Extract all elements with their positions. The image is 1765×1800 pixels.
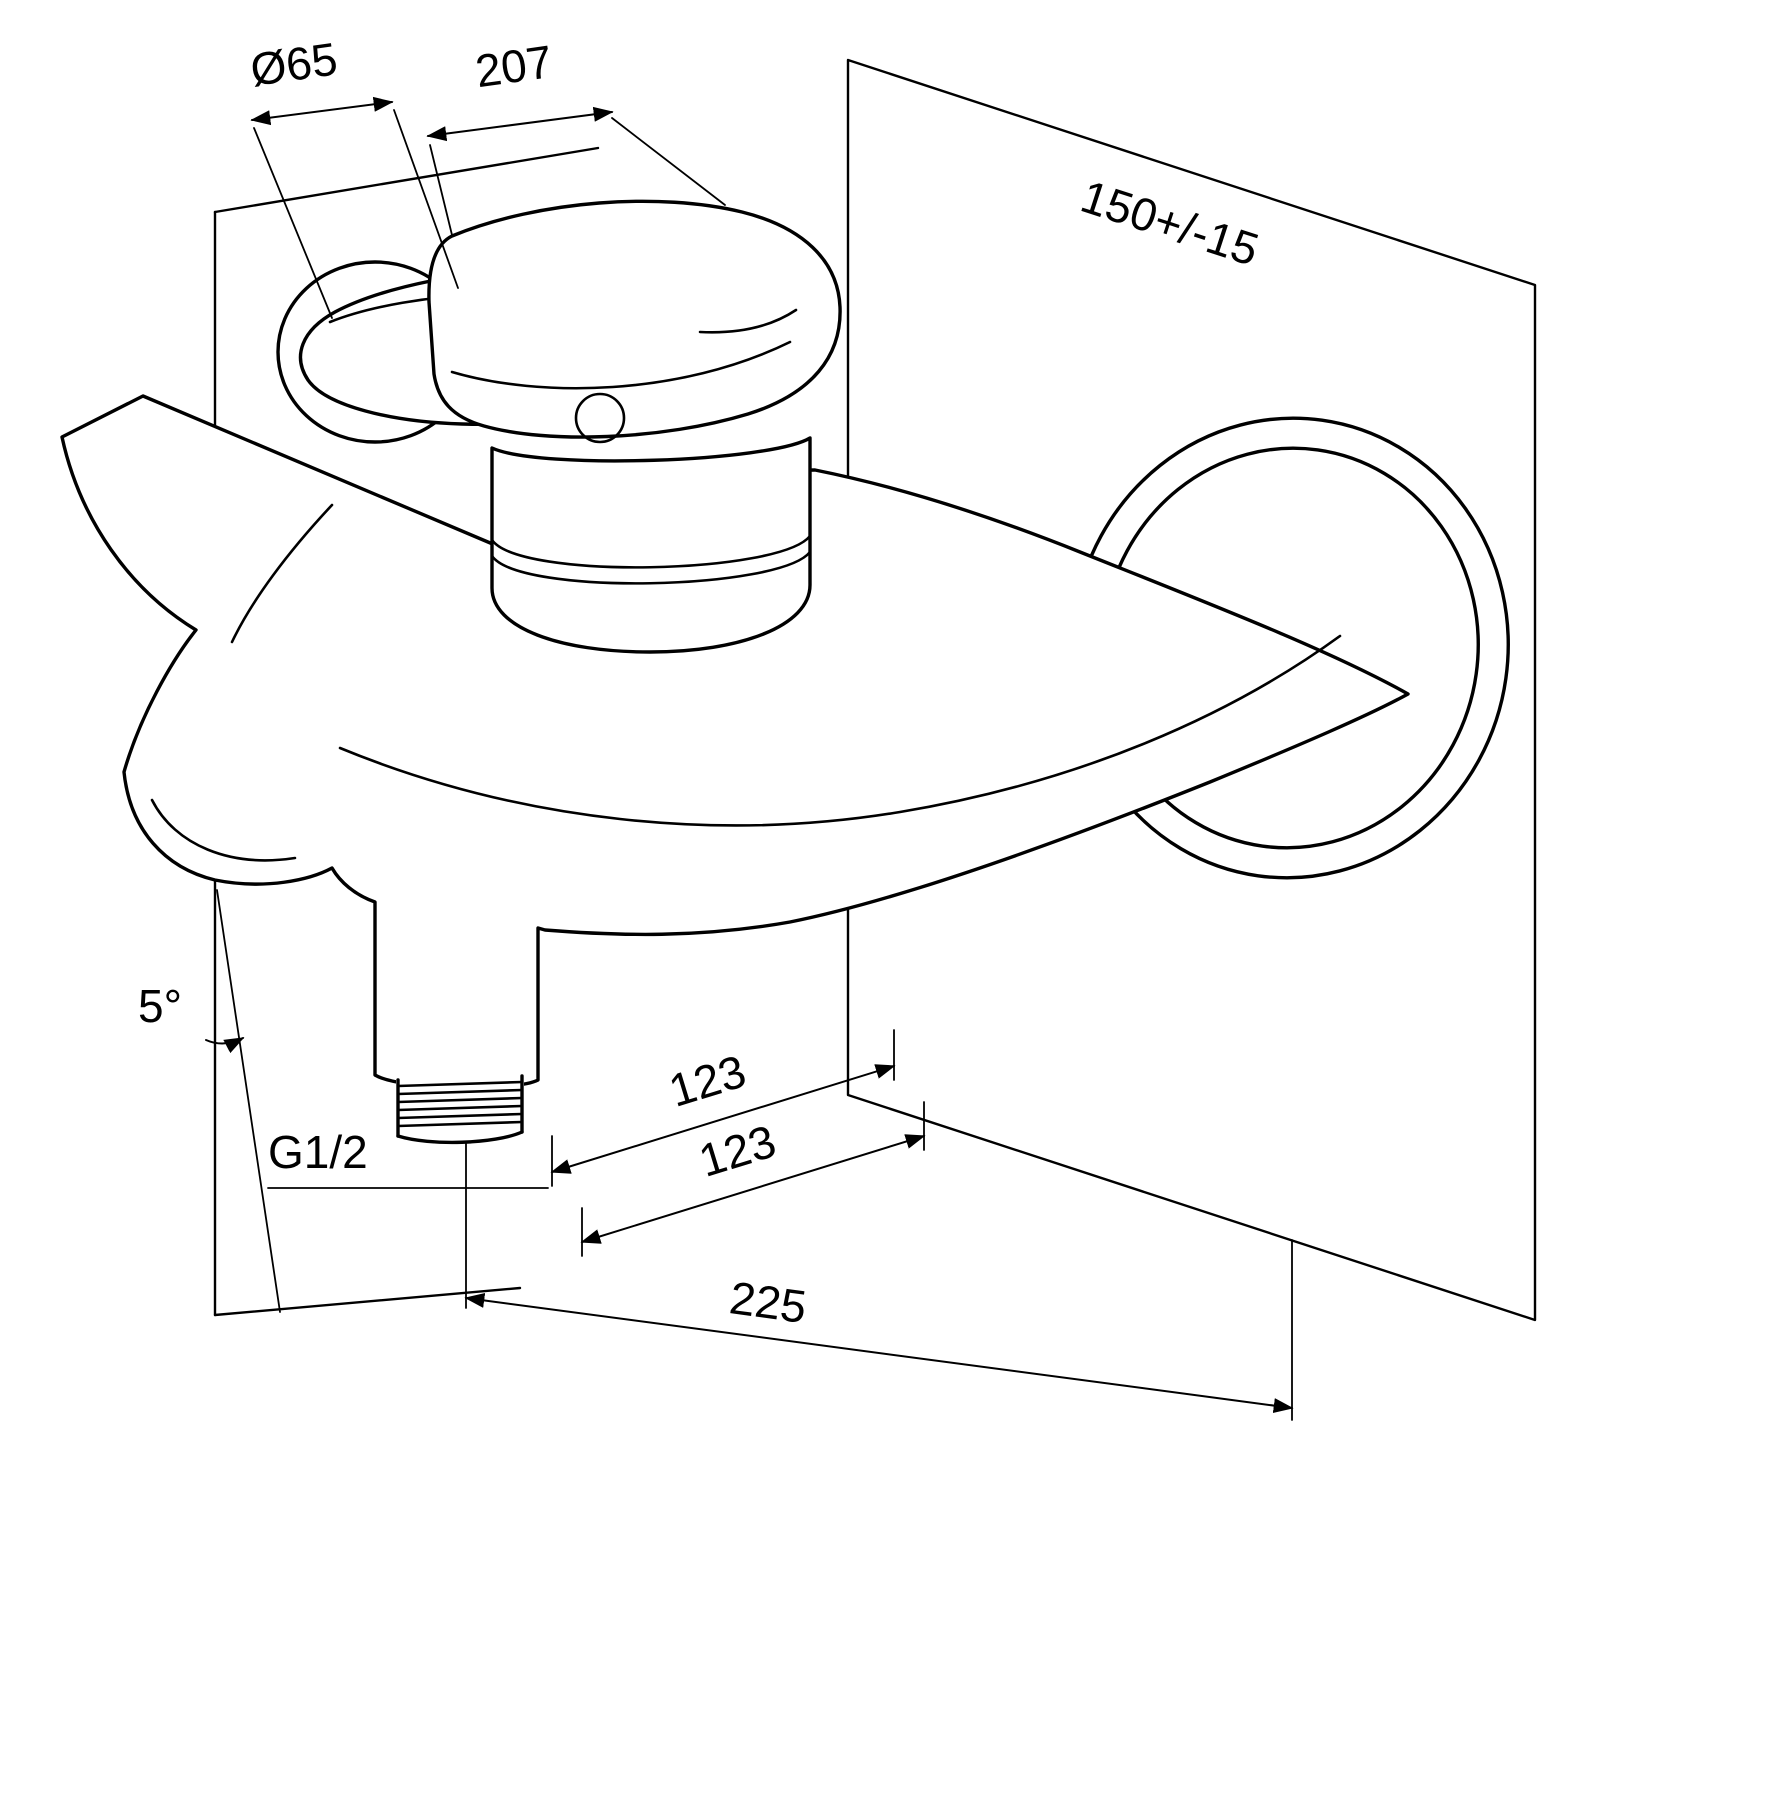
dim-label-thread: G1/2 — [268, 1126, 368, 1178]
body-crease-line — [338, 634, 1342, 827]
dimension-diameter: Ø65 — [247, 32, 459, 319]
outlet-thread — [396, 1074, 524, 1145]
faucet-cartridge — [490, 436, 812, 654]
dimension-tilt-angle: 5° — [138, 889, 281, 1313]
dim-label-depth-a: 123 — [663, 1045, 752, 1117]
handle-indicator-hole — [574, 392, 626, 444]
dim-label-depth-b: 123 — [693, 1115, 782, 1187]
dimension-handle-length: 207 — [426, 35, 726, 236]
dimension-overall-depth: 225 — [464, 1239, 1294, 1421]
dimension-thread: G1/2 — [267, 1126, 549, 1309]
dimension-wall-distance: 150+/-15 — [1075, 170, 1265, 276]
dim-label-overall-depth: 225 — [727, 1271, 810, 1333]
dimension-depth-b: 123 — [580, 1101, 926, 1257]
dim-label-handle-length: 207 — [472, 35, 555, 97]
dim-label-tilt-angle: 5° — [138, 980, 182, 1032]
dim-label-wall-distance: 150+/-15 — [1075, 170, 1265, 276]
dim-label-diameter: Ø65 — [247, 32, 340, 96]
faucet-body — [60, 394, 1410, 1090]
body-notch-line — [230, 503, 334, 644]
spout-mouth-line — [150, 798, 297, 862]
handle-cap — [427, 199, 842, 444]
